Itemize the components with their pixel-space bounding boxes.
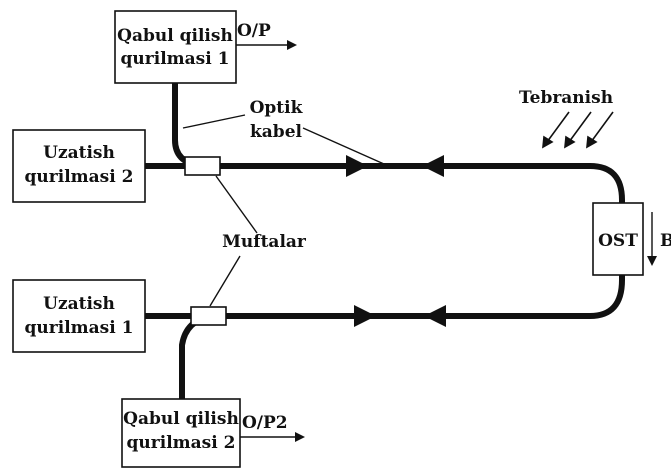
- fiber-receiver2: [179, 313, 215, 403]
- receiver2-label-2: qurilmasi 2: [127, 433, 236, 453]
- transmitter2-box: [12, 129, 146, 203]
- arrow-left-bottom: [424, 305, 446, 327]
- output1-label: O/P: [237, 21, 271, 41]
- transmitter2-label-1: Uzatish: [43, 143, 115, 163]
- transmitter1-label-1: Uzatish: [43, 294, 115, 314]
- b-label: B: [660, 231, 671, 251]
- coupler-bottom: [190, 306, 227, 326]
- output1-arrow: [236, 40, 297, 50]
- arrow-right-top: [346, 155, 368, 177]
- receiver1-label-2: qurilmasi 1: [121, 49, 230, 69]
- optic-leader-1: [182, 114, 246, 129]
- output2-arrow: [240, 432, 305, 442]
- receiver1-label-1: Qabul qilish: [117, 26, 233, 46]
- transmitter1-label-2: qurilmasi 1: [25, 318, 134, 338]
- coupler-top: [184, 156, 221, 176]
- vibration-label: Tebranish: [519, 88, 613, 108]
- fiber-receiver1: [172, 79, 203, 169]
- optic-leader-2: [302, 127, 385, 165]
- coupler-leader-bottom: [209, 255, 241, 307]
- b-arrow: [647, 212, 657, 266]
- receiver2-box: [121, 398, 241, 468]
- ost-box: [592, 202, 644, 276]
- output2-label: O/P2: [242, 413, 288, 433]
- fiber-loop: [142, 163, 625, 319]
- coupler-leader-top: [215, 175, 258, 234]
- arrow-left-top: [422, 155, 444, 177]
- arrow-right-bottom: [354, 305, 376, 327]
- optic-cable-label-2: kabel: [250, 122, 302, 142]
- receiver1-box: [114, 10, 237, 84]
- ost-label: OST: [598, 231, 638, 251]
- transmitter1-box: [12, 279, 146, 353]
- vibration-arrows: [542, 111, 614, 149]
- transmitter2-label-2: qurilmasi 2: [25, 167, 134, 187]
- couplers-label: Muftalar: [222, 232, 307, 252]
- optic-cable-label-1: Optik: [250, 98, 304, 118]
- receiver2-label-1: Qabul qilish: [123, 409, 239, 429]
